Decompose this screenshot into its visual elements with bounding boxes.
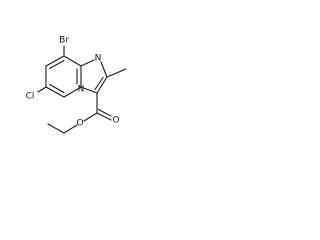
bond-c7-c8: [45, 55, 65, 67]
bond-ch2-ch3: [47, 123, 65, 134]
ester-oxygen-label: O: [76, 119, 83, 129]
bond-c6-cl: [37, 86, 47, 93]
bridgehead-nitrogen-label: N: [78, 85, 85, 95]
bond-c8-c8a: [63, 55, 82, 67]
bond-carbonyl-o-double-a: [96, 112, 112, 121]
bond-n1-c2: [100, 61, 108, 78]
bromine-label: Br: [59, 36, 69, 46]
bond-c5-c6: [45, 86, 65, 98]
bond-carbonyl-o-double-b: [97, 108, 112, 117]
bond-n4-c5: [63, 86, 82, 98]
bond-c2-c3-double: [94, 76, 104, 91]
ring-nitrogen-label: N: [95, 54, 102, 64]
bond-c2-methyl: [106, 68, 127, 78]
chlorine-label: Cl: [26, 92, 35, 102]
bond-c7-c8-double: [48, 59, 65, 70]
bond-c5-c6-double: [48, 83, 65, 94]
molecule-structure: Br Cl N N O O: [26, 36, 127, 134]
bond-c2-c3: [96, 76, 108, 94]
bond-c8a-n1: [80, 59, 95, 67]
bond-c3-n4: [80, 86, 98, 94]
bond-oester-ch2: [63, 124, 78, 134]
carbonyl-oxygen-label: O: [112, 116, 119, 126]
bond-carbonyl-oester: [83, 112, 98, 122]
